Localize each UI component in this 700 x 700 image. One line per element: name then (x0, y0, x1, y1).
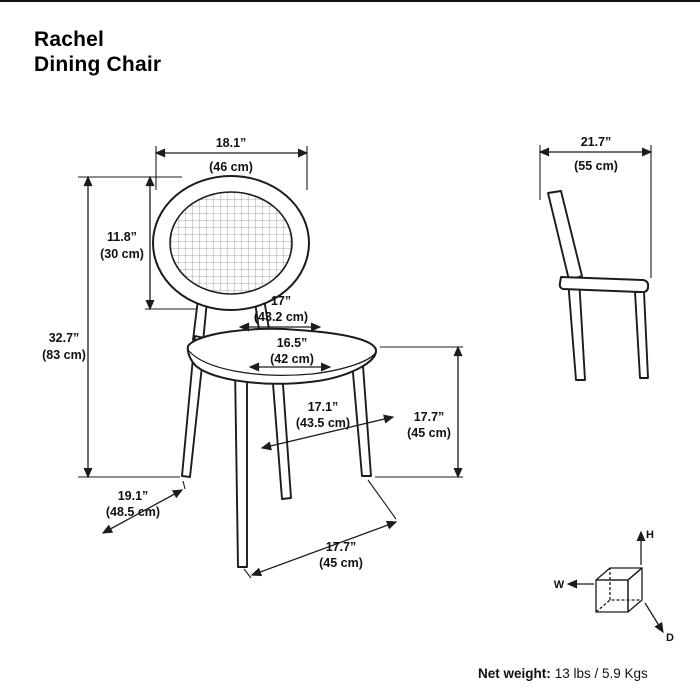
dim-side-depth-in: 21.7” (581, 135, 612, 149)
dim-overall-height-cm: (83 cm) (42, 348, 86, 362)
product-name-line2: Dining Chair (34, 52, 162, 76)
dim-overall-height-in: 32.7” (49, 331, 80, 345)
dim-base-diagonal-in: 19.1” (118, 489, 149, 503)
dim-base-diagonal: 19.1” (48.5 cm) (101, 480, 186, 534)
net-weight-label: Net weight: (478, 666, 551, 681)
side-backrest (547, 190, 583, 281)
dim-base-depth-in: 17.7” (326, 540, 357, 554)
dim-seat-height: 17.7” (45 cm) (375, 345, 463, 479)
dim-backrest-width-in: 18.1” (216, 136, 247, 150)
side-view-drawing (547, 190, 650, 381)
dim-backrest-height-in: 11.8” (107, 230, 137, 244)
net-weight: Net weight:13 lbs / 5.9 Kgs (478, 666, 648, 681)
dim-side-depth: 21.7” (55 cm) (538, 135, 653, 278)
width-axis-label: W (554, 579, 565, 591)
depth-axis-label: D (666, 632, 674, 644)
side-back-leg (567, 277, 586, 381)
dim-seat-depth-in: 17.1” (308, 400, 339, 414)
dim-seat-front-width: 16.5” (42 cm) (248, 336, 332, 372)
page-title: Rachel Dining Chair (34, 28, 161, 78)
product-name-line1: Rachel (34, 28, 105, 51)
front-view-drawing (152, 175, 377, 568)
dim-side-depth-cm: (55 cm) (574, 159, 618, 173)
dim-seat-back-width: 17” (43.2 cm) (238, 294, 322, 332)
chair-leg-front-left (234, 365, 248, 568)
chair-backrest-cane-panel (169, 191, 293, 295)
dim-base-diagonal-cm: (48.5 cm) (106, 505, 160, 519)
dim-seat-height-cm: (45 cm) (407, 426, 451, 440)
cube-right-face (627, 567, 643, 613)
chair-seat-front-edge (188, 350, 377, 376)
orientation-cube: H W D (554, 529, 674, 644)
top-border-rule (0, 0, 700, 2)
dim-seat-back-width-cm: (43.2 cm) (254, 310, 308, 324)
dim-backrest-height: 11.8” (30 cm) (100, 175, 196, 311)
dim-base-depth: 17.7” (45 cm) (243, 479, 398, 579)
dim-seat-height-in: 17.7” (414, 410, 445, 424)
dim-seat-front-width-in: 16.5” (277, 336, 308, 350)
net-weight-value: 13 lbs / 5.9 Kgs (554, 666, 648, 681)
side-front-leg (634, 291, 649, 379)
dim-overall-height: 32.7” (83 cm) (42, 175, 182, 479)
dim-base-depth-cm: (45 cm) (319, 556, 363, 570)
dim-backrest-width: 18.1” (46 cm) (154, 136, 309, 190)
dim-seat-depth: 17.1” (43.5 cm) (260, 400, 395, 451)
dim-backrest-width-cm: (46 cm) (209, 160, 253, 174)
dim-backrest-height-cm: (30 cm) (100, 247, 144, 261)
depth-axis-arrow (644, 602, 664, 634)
dim-seat-depth-cm: (43.5 cm) (296, 416, 350, 430)
dim-seat-front-width-cm: (42 cm) (270, 352, 314, 366)
height-axis-label: H (646, 529, 654, 541)
cube-hidden-edges (595, 568, 642, 613)
side-seat (558, 276, 650, 294)
dim-seat-back-width-in: 17” (271, 294, 291, 308)
